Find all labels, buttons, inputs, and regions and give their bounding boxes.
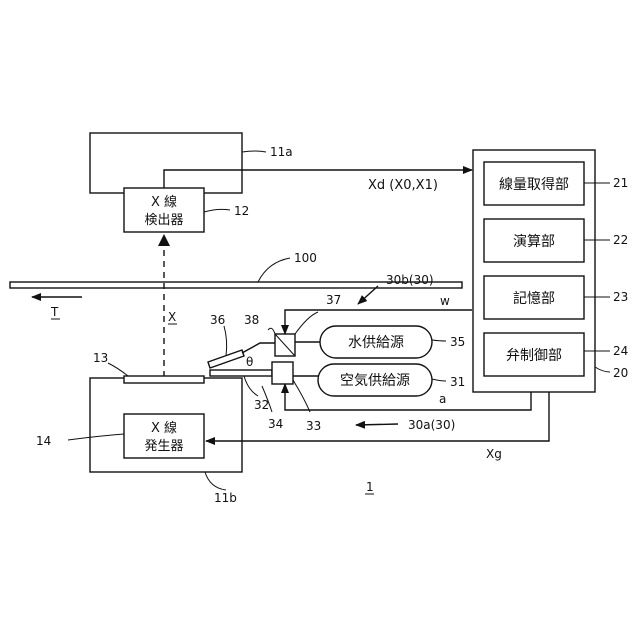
ref-21: 21 <box>613 176 628 190</box>
label-xg: Xg <box>486 447 502 461</box>
ref-33: 33 <box>306 419 321 433</box>
air-source-label: 空気供給源 <box>340 373 410 389</box>
label-w: w <box>440 294 450 308</box>
angle-theta: θ <box>246 355 253 369</box>
leader-100 <box>258 258 290 282</box>
ref-36: 36 <box>210 313 225 327</box>
valve-33 <box>272 362 293 384</box>
label-a: a <box>439 392 446 406</box>
leader-38 <box>268 328 275 334</box>
calc-unit-label: 演算部 <box>513 234 555 250</box>
memory-unit-label: 記憶部 <box>513 290 555 307</box>
generator-label-line2: 発生器 <box>144 439 183 454</box>
ref-20: 20 <box>613 366 628 380</box>
ref-31: 31 <box>450 375 465 389</box>
window-13 <box>124 376 204 383</box>
ref-12: 12 <box>234 204 249 218</box>
generator-label-line1: X 線 <box>151 420 177 436</box>
leader-12 <box>204 209 230 212</box>
dose-unit-label: 線量取得部 <box>499 176 569 193</box>
ref-23: 23 <box>613 290 628 304</box>
water-source-label: 水供給源 <box>348 335 404 351</box>
valve-control-unit-label: 弁制御部 <box>506 348 562 364</box>
ref-11b: 11b <box>214 491 237 505</box>
figure-number: 1 <box>366 480 374 494</box>
ref-32: 32 <box>254 398 269 412</box>
detector-label-line1: X 線 <box>151 194 177 210</box>
pipe-upper <box>242 343 275 353</box>
leader-33 <box>293 380 310 412</box>
ref-37: 37 <box>326 293 341 307</box>
leader-11b <box>205 472 226 490</box>
leader-36 <box>224 326 227 356</box>
ref-38: 38 <box>244 313 259 327</box>
xray-beam-arrowhead <box>158 234 170 246</box>
leader-31 <box>432 379 446 381</box>
nozzle-32 <box>210 370 272 376</box>
arrow-30a <box>356 424 398 425</box>
ref-30a: 30a(30) <box>408 418 455 432</box>
label-t: T <box>50 305 59 319</box>
arrow-30b <box>358 286 378 304</box>
ref-24: 24 <box>613 344 628 358</box>
leader-37 <box>295 312 318 334</box>
leader-35 <box>432 340 446 341</box>
leader-13 <box>108 363 128 376</box>
ref-11a: 11a <box>270 145 293 159</box>
ref-30b: 30b(30) <box>386 273 434 287</box>
detector-label-line2: 検出器 <box>144 213 183 228</box>
ref-13: 13 <box>93 351 108 365</box>
ref-22: 22 <box>613 233 628 247</box>
detector-housing <box>90 133 242 193</box>
leader-11a <box>242 151 266 152</box>
leader-20 <box>595 367 610 372</box>
label-x: X <box>168 310 176 324</box>
ref-35: 35 <box>450 335 465 349</box>
ref-34: 34 <box>268 417 283 431</box>
signal-xd-label: Xd (X0,X1) <box>368 178 438 193</box>
ref-100: 100 <box>294 251 317 265</box>
leader-32 <box>244 376 258 396</box>
ref-14: 14 <box>36 434 51 448</box>
